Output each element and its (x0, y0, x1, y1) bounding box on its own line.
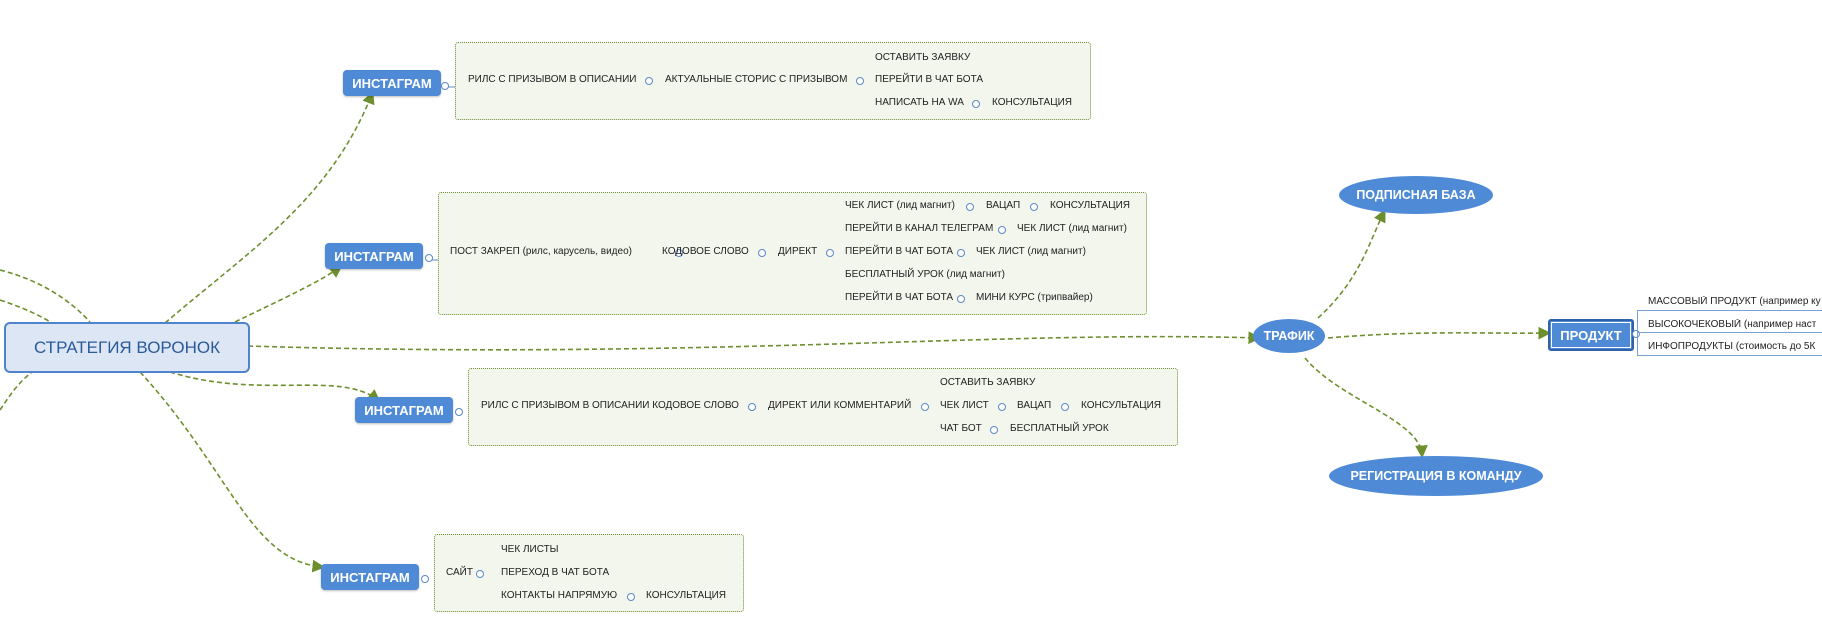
collapse-toggle[interactable] (998, 403, 1006, 411)
b3-opt2-c[interactable]: КОНСУЛЬТАЦИЯ (1081, 400, 1161, 411)
team-registration-node[interactable]: РЕГИСТРАЦИЯ В КОМАНДУ (1329, 456, 1543, 496)
connector-left-1 (0, 269, 91, 323)
tree-lines (428, 59, 1172, 604)
connector-left-2 (0, 299, 71, 336)
collapse-toggle[interactable] (856, 77, 864, 85)
subscriber-base-node[interactable]: ПОДПИСНАЯ БАЗА (1339, 176, 1493, 214)
branch-3-group (468, 368, 1178, 446)
branch-2-group (438, 192, 1147, 315)
collapse-toggle[interactable] (748, 403, 756, 411)
b2-opt3-b[interactable]: ЧЕК ЛИСТ (лид магнит) (976, 246, 1086, 257)
b2-opt5-b[interactable]: МИНИ КУРС (трипвайер) (976, 292, 1093, 303)
collapse-toggle[interactable] (957, 295, 965, 303)
b2-step-3[interactable]: ДИРЕКТ (778, 246, 818, 257)
b1-option-1[interactable]: ОСТАВИТЬ ЗАЯВКУ (875, 52, 971, 63)
b2-opt1-b[interactable]: ВАЦАП (986, 200, 1021, 211)
b3-step-2[interactable]: ДИРЕКТ ИЛИ КОММЕНТАРИЙ (768, 400, 912, 411)
b3-opt3-a[interactable]: ЧАТ БОТ (940, 423, 982, 434)
b2-step-1[interactable]: ПОСТ ЗАКРЕП (рилс, карусель, видео) (450, 246, 632, 257)
collapse-toggle[interactable] (675, 249, 683, 257)
b1-option-3-next[interactable]: КОНСУЛЬТАЦИЯ (992, 97, 1072, 108)
b2-opt2-a[interactable]: ПЕРЕЙТИ В КАНАЛ ТЕЛЕГРАМ (845, 223, 994, 234)
product-item-2[interactable]: ВЫСОКОЧЕКОВЫЙ (например наст (1648, 319, 1817, 330)
connector-root-b3 (169, 371, 381, 402)
subscriber-base-label: ПОДПИСНАЯ БАЗА (1356, 188, 1476, 202)
b1-option-3[interactable]: НАПИСАТЬ НА WA (875, 97, 964, 108)
collapse-toggle[interactable] (990, 426, 998, 434)
dashed-connectors (0, 91, 1552, 573)
collapse-toggle[interactable] (972, 100, 980, 108)
connector-traffic-reg (1304, 357, 1428, 459)
collapse-toggle[interactable] (1061, 403, 1069, 411)
b4-opt3-a[interactable]: КОНТАКТЫ НАПРЯМУЮ (501, 590, 618, 601)
branch-3-instagram-node[interactable]: ИНСТАГРАМ (355, 397, 453, 423)
product-item-1[interactable]: МАССОВЫЙ ПРОДУКТ (например ку (1648, 296, 1821, 307)
collapse-toggle[interactable] (957, 249, 965, 257)
b1-option-2[interactable]: ПЕРЕЙТИ В ЧАТ БОТА (875, 74, 984, 85)
traffic-node[interactable]: ТРАФИК (1253, 319, 1325, 353)
root-node[interactable]: СТРАТЕГИЯ ВОРОНОК (4, 322, 250, 373)
collapse-toggle[interactable] (645, 77, 653, 85)
b2-opt4[interactable]: БЕСПЛАТНЫЙ УРОК (лид магнит) (845, 269, 1005, 280)
collapse-toggle[interactable] (998, 226, 1006, 234)
b2-opt2-b[interactable]: ЧЕК ЛИСТ (лид магнит) (1017, 223, 1127, 234)
collapse-toggle[interactable] (758, 249, 766, 257)
b4-opt3-b[interactable]: КОНСУЛЬТАЦИЯ (646, 590, 726, 601)
branch-1-group (455, 42, 1091, 120)
branch-4-instagram-node[interactable]: ИНСТАГРАМ (321, 564, 419, 590)
product-list (1637, 310, 1822, 356)
connector-root-b4 (139, 371, 326, 573)
b1-step-2[interactable]: АКТУАЛЬНЫЕ СТОРИС С ПРИЗЫВОМ (665, 74, 848, 85)
connector-root-b1 (164, 91, 375, 324)
root-label: СТРАТЕГИЯ ВОРОНОК (33, 337, 221, 357)
branch-2-instagram-node[interactable]: ИНСТАГРАМ (325, 243, 423, 269)
branch-2-title: ИНСТАГРАМ (334, 248, 414, 264)
b3-opt1[interactable]: ОСТАВИТЬ ЗАЯВКУ (940, 377, 1036, 388)
branch-1-instagram-node[interactable]: ИНСТАГРАМ (343, 70, 441, 96)
b2-opt1-c[interactable]: КОНСУЛЬТАЦИЯ (1050, 200, 1130, 211)
collapse-toggle[interactable] (425, 254, 433, 262)
branch-1-title: ИНСТАГРАМ (352, 75, 432, 91)
collapse-toggle[interactable] (921, 403, 929, 411)
b2-opt1-a[interactable]: ЧЕК ЛИСТ (лид магнит) (845, 200, 955, 211)
branch-4-title: ИНСТАГРАМ (330, 569, 410, 585)
b1-step-1[interactable]: РИЛС С ПРИЗЫВОМ В ОПИСАНИИ (468, 74, 637, 85)
product-node[interactable]: ПРОДУКТ (1548, 319, 1634, 351)
b3-opt2-b[interactable]: ВАЦАП (1017, 400, 1052, 411)
collapse-toggle[interactable] (1030, 203, 1038, 211)
b3-opt3-b[interactable]: БЕСПЛАТНЫЙ УРОК (1010, 423, 1109, 434)
collapse-toggle[interactable] (1632, 330, 1640, 338)
collapse-toggle[interactable] (627, 593, 635, 601)
b3-step-1[interactable]: РИЛС С ПРИЗЫВОМ В ОПИСАНИИ КОДОВОЕ СЛОВО (481, 400, 739, 411)
connector-root-traffic (247, 331, 1262, 351)
b2-opt3-a[interactable]: ПЕРЕЙТИ В ЧАТ БОТА (845, 246, 954, 257)
branch-3-title: ИНСТАГРАМ (364, 402, 444, 418)
b4-opt1[interactable]: ЧЕК ЛИСТЫ (501, 544, 559, 555)
traffic-label: ТРАФИК (1263, 329, 1315, 343)
team-registration-label: РЕГИСТРАЦИЯ В КОМАНДУ (1350, 469, 1522, 483)
connector-traffic-podp (1317, 209, 1386, 319)
b4-step-1[interactable]: САЙТ (446, 567, 473, 578)
collapse-toggle[interactable] (826, 249, 834, 257)
branch-4-group (434, 534, 744, 612)
b2-step-2[interactable]: КОДОВОЕ СЛОВО (662, 246, 749, 257)
collapse-toggle[interactable] (476, 570, 484, 578)
connector-traffic-product (1327, 326, 1552, 340)
b4-opt2[interactable]: ПЕРЕХОД В ЧАТ БОТА (501, 567, 610, 578)
b2-opt5-a[interactable]: ПЕРЕЙТИ В ЧАТ БОТА (845, 292, 954, 303)
b3-opt2-a[interactable]: ЧЕК ЛИСТ (940, 400, 989, 411)
product-item-3[interactable]: ИНФОПРОДУКТЫ (стоимость до 5К (1648, 341, 1816, 352)
connector-left-3 (0, 369, 36, 411)
collapse-toggle[interactable] (421, 575, 429, 583)
connector-root-b2 (234, 265, 343, 323)
collapse-toggle[interactable] (455, 408, 463, 416)
product-label: ПРОДУКТ (1560, 327, 1622, 343)
collapse-toggle[interactable] (966, 203, 974, 211)
collapse-toggle[interactable] (441, 82, 449, 90)
